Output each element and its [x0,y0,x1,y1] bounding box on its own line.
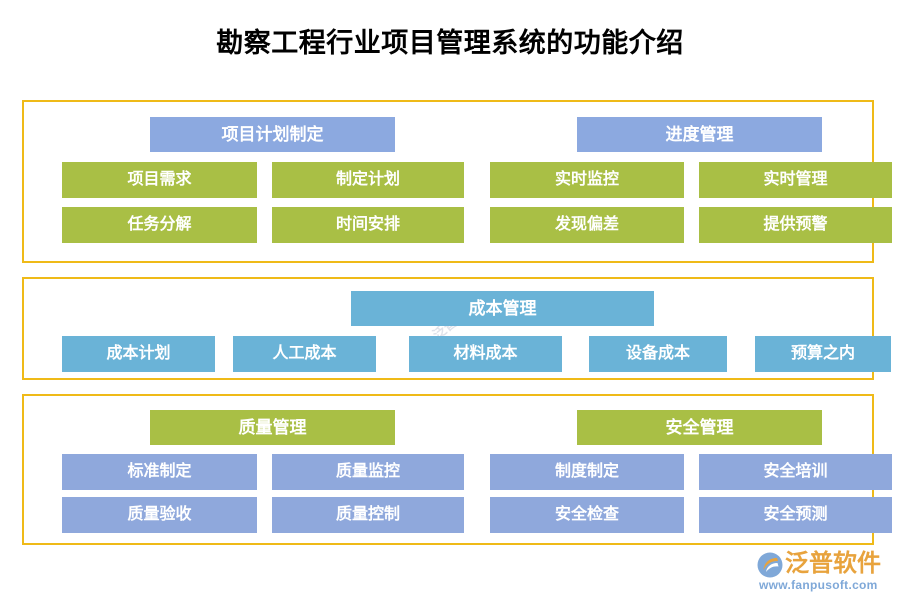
item-safety-inspection[interactable]: 安全检查 [490,497,684,533]
item-quality-monitoring[interactable]: 质量监控 [272,454,464,490]
logo-website-url: www.fanpusoft.com [759,578,878,592]
item-find-deviation[interactable]: 发现偏差 [490,207,684,243]
item-provide-early-warning[interactable]: 提供预警 [699,207,892,243]
section-project-plan-and-progress: 项目计划制定 项目需求 制定计划 任务分解 时间安排 进度管理 实时监控 实时管… [22,100,892,342]
page-title: 勘察工程行业项目管理系统的功能介绍 [216,28,684,58]
logo-company-name: 泛普软件 [785,550,881,577]
item-safety-training[interactable]: 安全培训 [699,454,892,490]
group-header-safety-management[interactable]: 安全管理 [577,410,822,445]
group-header-quality-management[interactable]: 质量管理 [150,410,395,445]
item-project-requirement[interactable]: 项目需求 [62,162,257,198]
group-header-project-plan[interactable]: 项目计划制定 [150,117,395,152]
item-time-schedule[interactable]: 时间安排 [272,207,464,243]
fanpu-logo-icon [757,552,783,578]
item-make-plan[interactable]: 制定计划 [272,162,464,198]
item-labor-cost[interactable]: 人工成本 [233,336,376,372]
item-cost-plan[interactable]: 成本计划 [62,336,215,372]
item-equipment-cost[interactable]: 设备成本 [589,336,727,372]
item-quality-acceptance[interactable]: 质量验收 [62,497,257,533]
item-task-breakdown[interactable]: 任务分解 [62,207,257,243]
section-quality-and-safety: 质量管理 标准制定 质量监控 质量验收 质量控制 安全管理 制度制定 安全培训 … [22,394,892,545]
group-header-cost-management[interactable]: 成本管理 [351,291,654,326]
brand-logo[interactable]: 泛普软件 www.fanpusoft.com [757,550,897,596]
group-header-progress-management[interactable]: 进度管理 [577,117,822,152]
item-realtime-monitoring[interactable]: 实时监控 [490,162,684,198]
item-system-formulation[interactable]: 制度制定 [490,454,684,490]
item-realtime-management[interactable]: 实时管理 [699,162,892,198]
item-material-cost[interactable]: 材料成本 [409,336,562,372]
item-within-budget[interactable]: 预算之内 [755,336,891,372]
item-quality-control[interactable]: 质量控制 [272,497,464,533]
item-safety-prediction[interactable]: 安全预测 [699,497,892,533]
item-standard-setting[interactable]: 标准制定 [62,454,257,490]
section-cost-management: 成本管理 成本计划 人工成本 材料成本 设备成本 预算之内 [22,277,891,380]
